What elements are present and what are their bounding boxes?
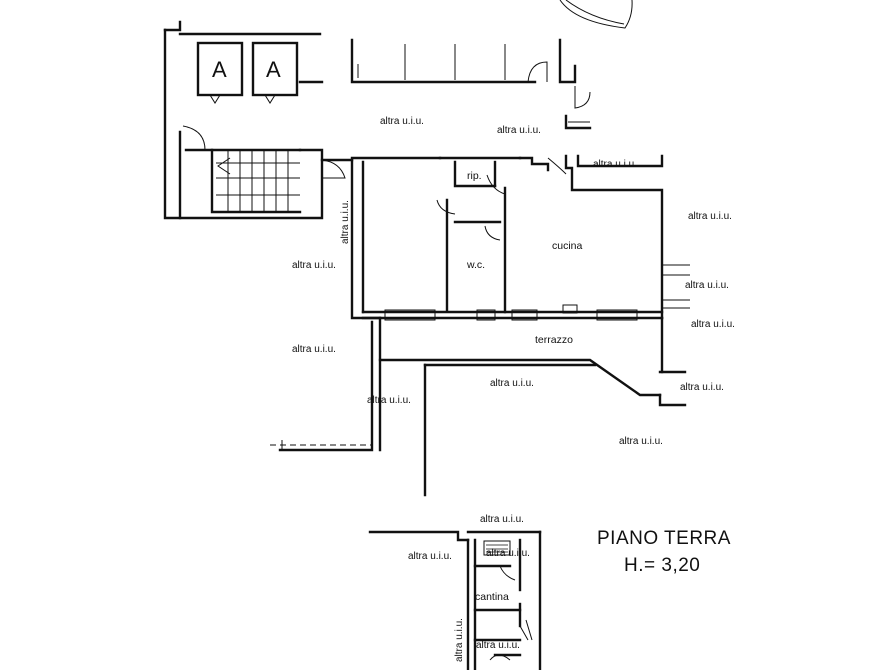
parking-block xyxy=(163,20,324,220)
neighbor-unit-label: altra u.i.u. xyxy=(619,436,663,447)
neighbor-unit-label: altra u.i.u. xyxy=(691,319,735,330)
room-label-ripostiglio: rip. xyxy=(467,170,482,182)
neighbor-unit-label: altra u.i.u. xyxy=(454,618,465,662)
apartment-walls xyxy=(350,154,664,321)
neighbor-unit-label: altra u.i.u. xyxy=(292,260,336,271)
neighbor-unit-label: altra u.i.u. xyxy=(685,280,729,291)
neighbor-unit-label: altra u.i.u. xyxy=(490,378,534,389)
floor-height-note: H.= 3,20 xyxy=(624,555,700,576)
neighbor-unit-label: altra u.i.u. xyxy=(680,382,724,393)
neighbor-unit-label: altra u.i.u. xyxy=(593,159,637,170)
neighbor-unit-label: altra u.i.u. xyxy=(480,514,524,525)
neighbor-unit-label: altra u.i.u. xyxy=(688,211,732,222)
cellar-walls xyxy=(368,530,542,670)
neighbor-unit-label: altra u.i.u. xyxy=(340,200,351,244)
room-label-terrace: terrazzo xyxy=(535,334,573,346)
room-label-kitchen: cucina xyxy=(552,240,583,252)
corridor-walls xyxy=(320,38,592,179)
neighbor-unit-label: altra u.i.u. xyxy=(476,640,520,651)
floor-title: PIANO TERRA xyxy=(597,528,731,549)
room-label-cellar: cantina xyxy=(475,591,509,603)
room-label-wc: w.c. xyxy=(466,259,485,271)
neighbor-unit-label: altra u.i.u. xyxy=(486,548,530,559)
neighbor-unit-label: altra u.i.u. xyxy=(497,125,541,136)
neighbor-unit-label: altra u.i.u. xyxy=(380,116,424,127)
neighbor-unit-label: altra u.i.u. xyxy=(292,344,336,355)
terrace-walls xyxy=(270,264,690,497)
neighbor-unit-label: altra u.i.u. xyxy=(367,395,411,406)
parking-space-label: A xyxy=(212,57,227,82)
neighbor-unit-label: altra u.i.u. xyxy=(408,551,452,562)
parking-space-label: A xyxy=(266,57,281,82)
compass-icon xyxy=(559,0,633,29)
